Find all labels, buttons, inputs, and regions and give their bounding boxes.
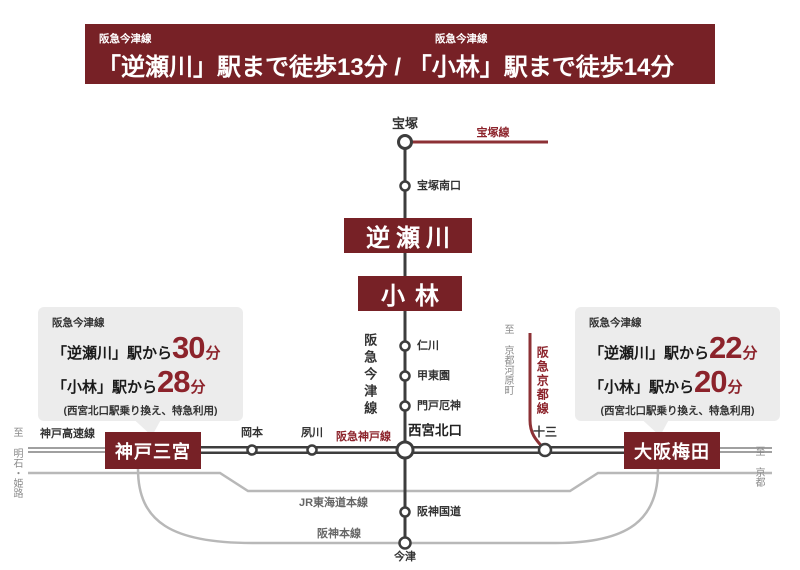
station-box-sakasegawa: 逆瀬川	[344, 218, 472, 253]
line-label-takarazuka-line: 宝塚線	[476, 127, 510, 139]
line-label-hankyu-kyoto: 阪急京都線	[535, 346, 550, 416]
jr-tokaido-track	[28, 471, 772, 493]
callout-note: (西宮北口駅乗り換え、特急利用)	[600, 404, 755, 417]
travel-time-unit: 分	[205, 345, 221, 362]
station-box-osaka-umeda: 大阪梅田	[624, 432, 720, 469]
travel-time-row: 「逆瀬川」駅から 30 分	[52, 330, 229, 365]
header-title: 「逆瀬川」駅まで徒歩13分 / 「小林」駅まで徒歩14分	[97, 54, 675, 81]
callout-kobe-sannomiya: 阪急今津線 「逆瀬川」駅から 30 分 「小林」駅から 28 分 (西宮北口駅乗…	[38, 307, 243, 421]
station-box-kobe-sannomiya: 神戸三宮	[105, 432, 201, 469]
station-label-shukugawa: 夙川	[301, 427, 323, 439]
direction-label-kyoto: 至 京都	[753, 446, 764, 487]
station-dot-shukugawa	[306, 444, 318, 456]
station-label-takarazuka: 宝塚	[391, 116, 419, 131]
callout-line-name: 阪急今津線	[52, 317, 105, 329]
station-dot-takarazuka	[397, 134, 413, 150]
travel-time-prefix: 「逆瀬川」駅から	[52, 345, 173, 362]
station-dot-mondo-yakujin	[399, 400, 411, 412]
travel-time-minutes: 20	[694, 364, 727, 400]
station-box-obayashi: 小林	[358, 276, 462, 311]
travel-time-unit: 分	[742, 345, 758, 362]
travel-time-minutes: 22	[709, 330, 742, 365]
line-label-jr-tokaido: JR東海道本線	[299, 497, 369, 509]
line-label-kobe-kosoku: 神戸高速線	[40, 428, 95, 440]
station-dot-takarazuka-minamiguchi	[399, 180, 411, 192]
station-label-mondo-yakujin: 門戸厄神	[417, 400, 461, 412]
travel-time-prefix: 「小林」駅から	[52, 379, 158, 397]
callout-line-name: 阪急今津線	[589, 317, 642, 329]
station-dot-nigawa	[399, 340, 411, 352]
header-line-label-left: 阪急今津線	[99, 33, 152, 45]
direction-label-kyoto-kawaramachi: 至 京都河原町	[502, 324, 513, 395]
line-label-hankyu-imazu: 阪急今津線	[362, 333, 378, 418]
station-label-nishinomiya-kitaguchi: 西宮北口	[408, 423, 462, 438]
travel-time-row: 「小林」駅から 28 分	[52, 364, 229, 400]
travel-time-unit: 分	[727, 379, 743, 397]
callout-note: (西宮北口駅乗り換え、特急利用)	[63, 404, 218, 417]
travel-time-prefix: 「逆瀬川」駅から	[589, 345, 710, 362]
travel-time-row: 「逆瀬川」駅から 22 分	[589, 330, 766, 365]
station-dot-hanshin-kokudo	[399, 506, 411, 518]
station-label-hanshin-kokudo: 阪神国道	[417, 506, 461, 518]
station-label-nigawa: 仁川	[417, 340, 439, 352]
travel-time-unit: 分	[190, 379, 206, 397]
travel-time-minutes: 28	[157, 364, 190, 400]
station-dot-kotoen	[399, 370, 411, 382]
line-label-hankyu-kobe: 阪急神戸線	[336, 431, 391, 443]
header-banner: 阪急今津線 阪急今津線 「逆瀬川」駅まで徒歩13分 / 「小林」駅まで徒歩14分	[85, 24, 715, 84]
station-dot-okamoto	[246, 444, 258, 456]
travel-time-row: 「小林」駅から 20 分	[589, 364, 766, 400]
hanshin-main-track	[136, 468, 660, 545]
station-label-imazu: 今津	[394, 551, 416, 563]
station-dot-imazu	[398, 536, 412, 550]
header-line-label-right: 阪急今津線	[435, 33, 488, 45]
station-dot-nishinomiya-kitaguchi	[395, 440, 415, 460]
travel-time-prefix: 「小林」駅から	[589, 379, 695, 397]
callout-osaka-umeda: 阪急今津線 「逆瀬川」駅から 22 分 「小林」駅から 20 分 (西宮北口駅乗…	[575, 307, 780, 421]
station-label-kotoen: 甲東園	[417, 370, 450, 382]
station-label-takarazuka-minamiguchi: 宝塚南口	[417, 180, 461, 192]
line-label-hanshin-main: 阪神本線	[317, 528, 361, 540]
station-label-okamoto: 岡本	[241, 427, 263, 439]
station-label-juso: 十三	[532, 425, 558, 439]
travel-time-minutes: 30	[172, 330, 205, 365]
station-dot-juso	[537, 442, 553, 458]
direction-label-akashi-himeji: 至 明石・姫路	[11, 427, 22, 498]
